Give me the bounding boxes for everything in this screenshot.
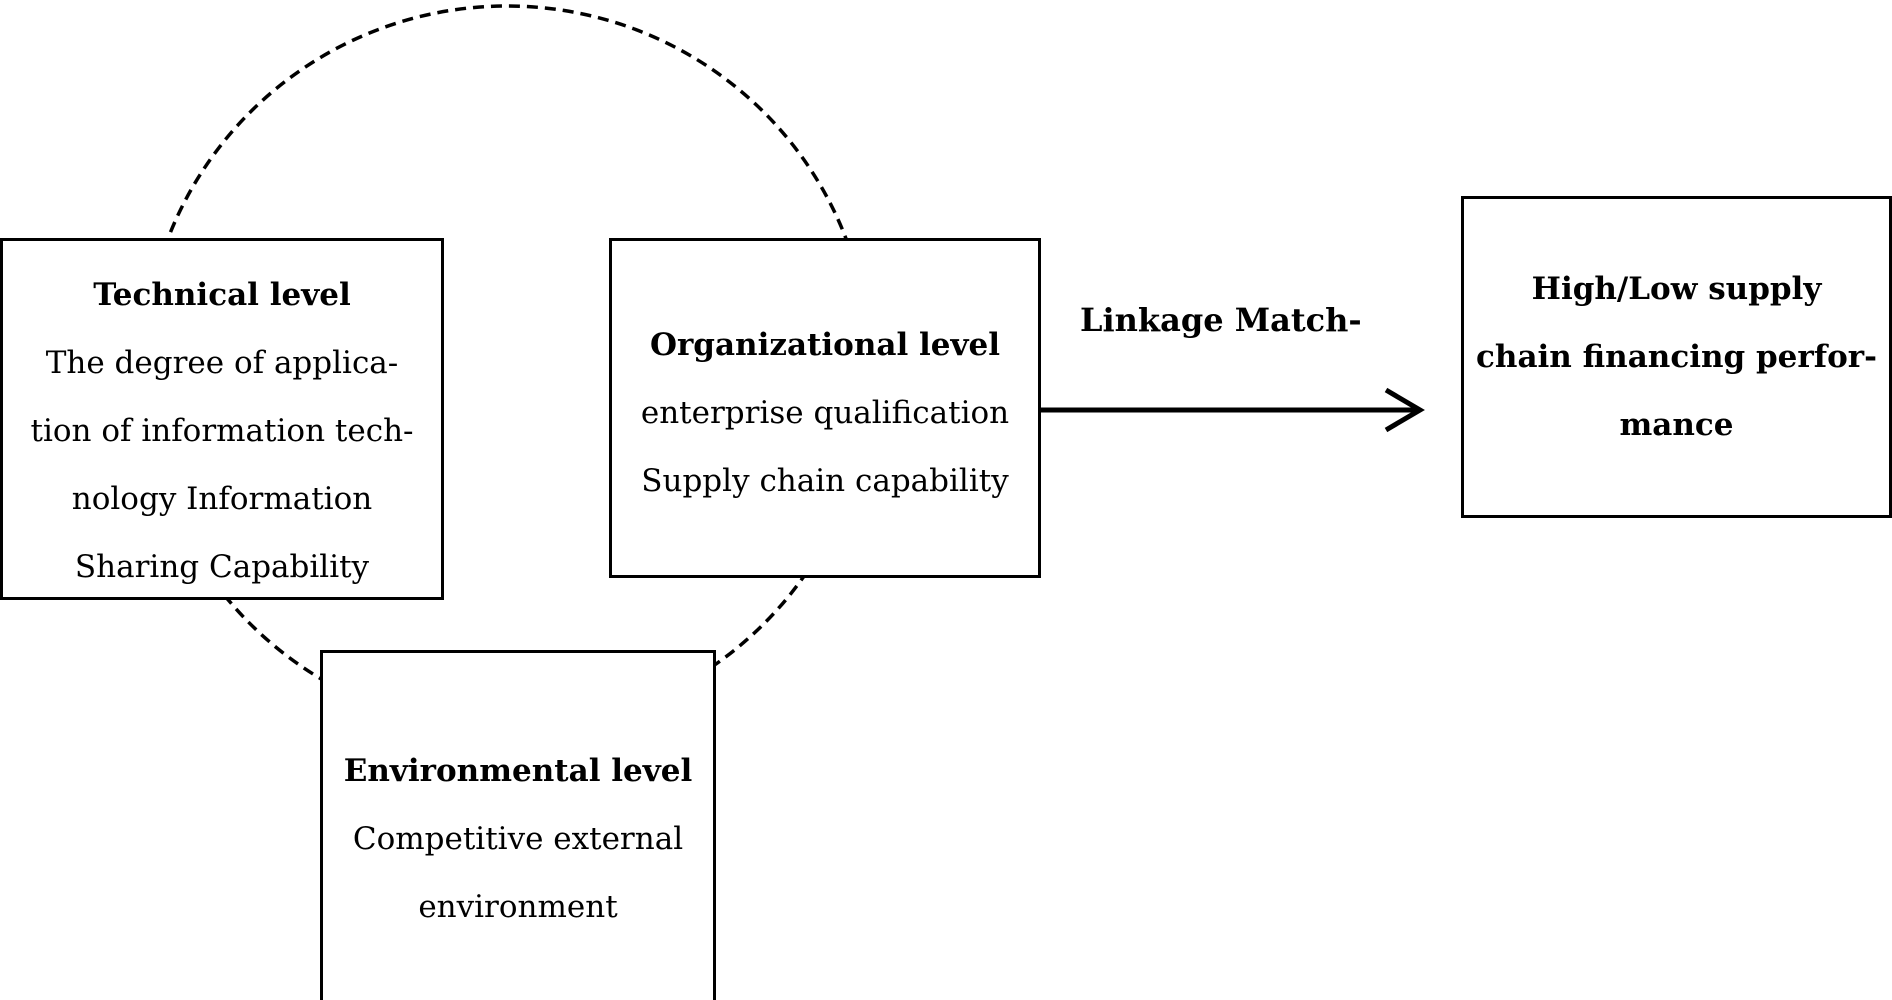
technical-level-line: nology Information (71, 481, 373, 517)
environmental-level-line: environment (418, 889, 618, 925)
technical-level-line: tion of information tech- (30, 413, 414, 449)
organizational-level-line: Supply chain capability (641, 463, 1009, 499)
organizational-level-title: Organizational level (649, 327, 1001, 363)
technical-level-box: Technical level The degree of applica- t… (0, 238, 444, 600)
linkage-arrow-head (1384, 387, 1425, 433)
environmental-level-title: Environmental level (343, 753, 693, 789)
performance-outcome-box: High/Low supply chain financing perfor- … (1461, 196, 1892, 518)
technical-level-title: Technical level (93, 277, 351, 313)
environmental-level-line: Competitive external (352, 821, 684, 857)
performance-outcome-line: chain financing perfor- (1476, 339, 1877, 375)
environmental-level-box: Environmental level Competitive external… (320, 650, 716, 1000)
linkage-arrow-label: Linkage Match- (1080, 301, 1362, 339)
performance-outcome-line: High/Low supply (1531, 271, 1822, 307)
organizational-level-line: enterprise qualification (640, 395, 1010, 431)
organizational-level-box: Organizational level enterprise qualific… (609, 238, 1041, 578)
technical-level-line: The degree of applica- (45, 345, 399, 381)
performance-outcome-line: mance (1619, 407, 1734, 443)
technical-level-line: Sharing Capability (74, 549, 370, 585)
